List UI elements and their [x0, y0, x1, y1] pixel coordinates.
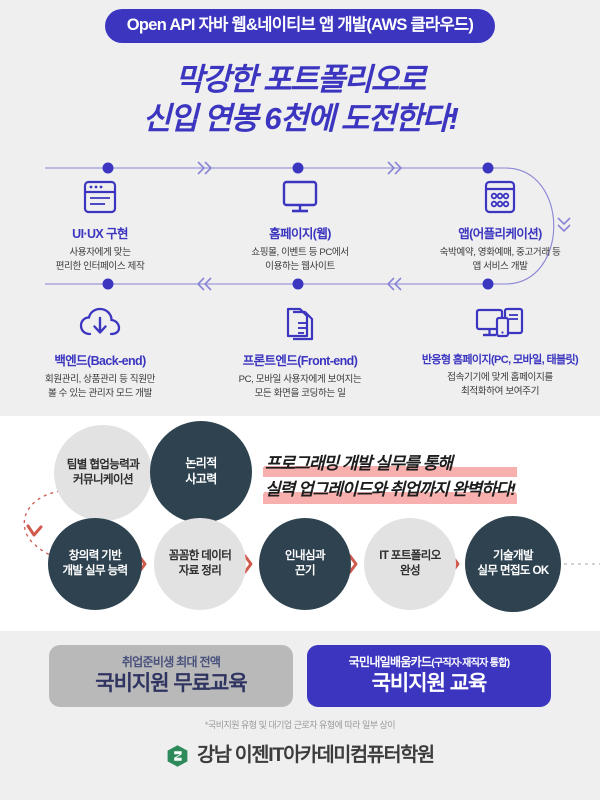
skill-desc-line-2: 이용하는 웹사이트 — [265, 260, 335, 272]
bubble-line-1: 인내심과 — [285, 550, 326, 563]
skill-desc-line-2: 앱 서비스 개발 — [472, 260, 528, 272]
bubble-line-1: 논리적 — [185, 456, 217, 471]
outcome-bubble-data: 꼼꼼한 데이터 자료 정리 — [154, 517, 246, 610]
skill-desc-line-1: 사용자에게 맞는 — [69, 246, 131, 258]
pill-subtitle-paren: (구직자·재직자 통합) — [431, 657, 510, 669]
page-title: 막강한 포트폴리오로 신입 연봉 6천에 도전한다! — [0, 60, 600, 139]
bubble-line-1: 기술개발 — [493, 550, 534, 563]
bubble-line-2: 자료 정리 — [178, 564, 222, 577]
skill-title: 백엔드(Back-end) — [54, 353, 146, 368]
course-title-badge: Open API 자바 웹&네이티브 앱 개발(AWS 클라우드) — [104, 9, 496, 43]
skill-title: UI·UX 구현 — [72, 226, 128, 241]
skill-card-backend: 백엔드(Back-end) 회원관리, 상품관리 등 직원만 볼 수 있는 관리… — [8, 301, 193, 401]
skills-flow-section: UI·UX 구현 사용자에게 맞는 편리한 인터페이스 제작 홈페이지(웹) 쇼… — [0, 156, 600, 416]
desktop-monitor-icon — [208, 174, 393, 220]
skill-title: 반응형 홈페이지(PC, 모바일, 태블릿) — [421, 353, 579, 366]
skill-card-frontend: 프론트엔드(Front-end) PC, 모바일 사용자에게 보여지는 모든 화… — [208, 301, 393, 401]
brand-name-text: 강남 이젠IT아카데미컴퓨터학원 — [197, 744, 435, 767]
bubble-line-1: 창의력 기반 — [68, 550, 122, 563]
pill-subtitle-main: 국민내일배움카드 — [348, 654, 432, 669]
cloud-download-icon — [8, 301, 193, 347]
brand-logo: 강남 이젠IT아카데미컴퓨터학원 — [0, 744, 600, 768]
skill-card-ui-ux: UI·UX 구현 사용자에게 맞는 편리한 인터페이스 제작 — [8, 174, 193, 274]
responsive-devices-icon — [408, 301, 593, 347]
pill-title: 국비지원 무료교육 — [95, 672, 247, 696]
skill-title: 앱(어플리케이션) — [458, 226, 542, 241]
browser-window-icon — [8, 174, 193, 220]
funding-section: 취업준비생 최대 전액 국비지원 무료교육 국민내일배움카드(구직자·재직자 통… — [0, 630, 600, 786]
bubble-line-2: 커뮤니케이션 — [73, 473, 133, 486]
funding-pill-row: 취업준비생 최대 전액 국비지원 무료교육 국민내일배움카드(구직자·재직자 통… — [0, 644, 600, 708]
app-grid-icon — [408, 174, 593, 220]
skills-row-bottom: 백엔드(Back-end) 회원관리, 상품관리 등 직원만 볼 수 있는 관리… — [0, 301, 600, 401]
outcome-bubble-teamwork: 팀별 협업능력과 커뮤니케이션 — [54, 424, 152, 521]
skill-desc-line-2: 최적화하여 보여주기 — [460, 385, 540, 397]
skill-card-responsive: 반응형 홈페이지(PC, 모바일, 태블릿) 접속기기에 맞게 홈페이지를 최적… — [408, 301, 593, 399]
pitch-line-2: 실력 업그레이드와 취업까지 완벽하다! — [264, 480, 516, 500]
ezen-logo-icon — [167, 745, 188, 767]
bubble-line-2: 완성 — [400, 564, 421, 577]
bubble-line-2: 사고력 — [185, 471, 217, 486]
bubble-line-2: 끈기 — [295, 564, 316, 577]
skill-desc-line-2: 모든 화면을 코딩하는 일 — [254, 387, 346, 399]
skill-desc-line-2: 편리한 인터페이스 제작 — [55, 260, 145, 272]
outcomes-section: 팀별 협업능력과 커뮤니케이션 논리적 사고력 프로그래밍 개발 실무를 통해 … — [0, 415, 600, 631]
header-section: Open API 자바 웹&네이티브 앱 개발(AWS 클라우드) 막강한 포트… — [0, 0, 600, 139]
skill-desc-line-1: PC, 모바일 사용자에게 보여지는 — [238, 373, 362, 385]
skill-desc-line-1: 접속기기에 맞게 홈페이지를 — [447, 372, 553, 384]
skill-card-homepage: 홈페이지(웹) 쇼핑몰, 이벤트 등 PC에서 이용하는 웹사이트 — [208, 174, 393, 274]
bubble-line-2: 실무 면접도 OK — [477, 564, 549, 577]
document-code-icon — [208, 301, 393, 347]
pitch-line-1: 프로그래밍 개발 실무를 통해 — [264, 453, 453, 473]
skill-title: 홈페이지(웹) — [269, 226, 331, 241]
pill-subtitle: 취업준비생 최대 전액 — [121, 654, 221, 669]
skills-row-top: UI·UX 구현 사용자에게 맞는 편리한 인터페이스 제작 홈페이지(웹) 쇼… — [0, 174, 600, 274]
pill-subtitle: 국민내일배움카드(구직자·재직자 통합) — [313, 654, 545, 669]
bubble-line-1: 꼼꼼한 데이터 — [168, 550, 232, 563]
skill-desc-line-1: 쇼핑몰, 이벤트 등 PC에서 — [251, 246, 349, 258]
outcome-bubble-interview: 기술개발 실무 면접도 OK — [465, 515, 561, 612]
outcome-bubble-creativity: 창의력 기반 개발 실무 능력 — [48, 517, 142, 610]
outcome-bubble-portfolio: IT 포트폴리오 완성 — [364, 517, 456, 610]
pill-title: 국비지원 교육 — [371, 672, 488, 696]
funding-pill-tomorrow-card[interactable]: 국민내일배움카드(구직자·재직자 통합) 국비지원 교육 — [307, 644, 551, 708]
skill-desc-line-2: 볼 수 있는 관리자 모드 개발 — [47, 387, 153, 399]
skill-desc-line-1: 숙박예약, 영화예매, 중고거래 등 — [439, 246, 561, 258]
outcome-bubble-patience: 인내심과 끈기 — [259, 517, 351, 610]
skill-desc-line-1: 회원관리, 상품관리 등 직원만 — [44, 373, 156, 385]
skill-card-app: 앱(어플리케이션) 숙박예약, 영화예매, 중고거래 등 앱 서비스 개발 — [408, 174, 593, 274]
pitch-text: 프로그래밍 개발 실무를 통해 실력 업그레이드와 취업까지 완벽하다! — [263, 450, 518, 504]
footnote-text: *국비지원 유형 및 대기업 근로자 유형에 따라 일부 상이 — [204, 720, 396, 731]
outcome-bubble-logic: 논리적 사고력 — [150, 420, 252, 523]
headline-line-1: 막강한 포트폴리오로 — [175, 61, 426, 97]
headline-line-2: 신입 연봉 6천에 도전한다! — [142, 101, 459, 137]
bubble-line-2: 개발 실무 능력 — [62, 564, 128, 577]
bubble-line-1: 팀별 협업능력과 — [66, 459, 140, 472]
skill-title: 프론트엔드(Front-end) — [242, 353, 358, 368]
bubble-line-1: IT 포트폴리오 — [379, 550, 441, 563]
funding-pill-free-training[interactable]: 취업준비생 최대 전액 국비지원 무료교육 — [49, 644, 293, 708]
